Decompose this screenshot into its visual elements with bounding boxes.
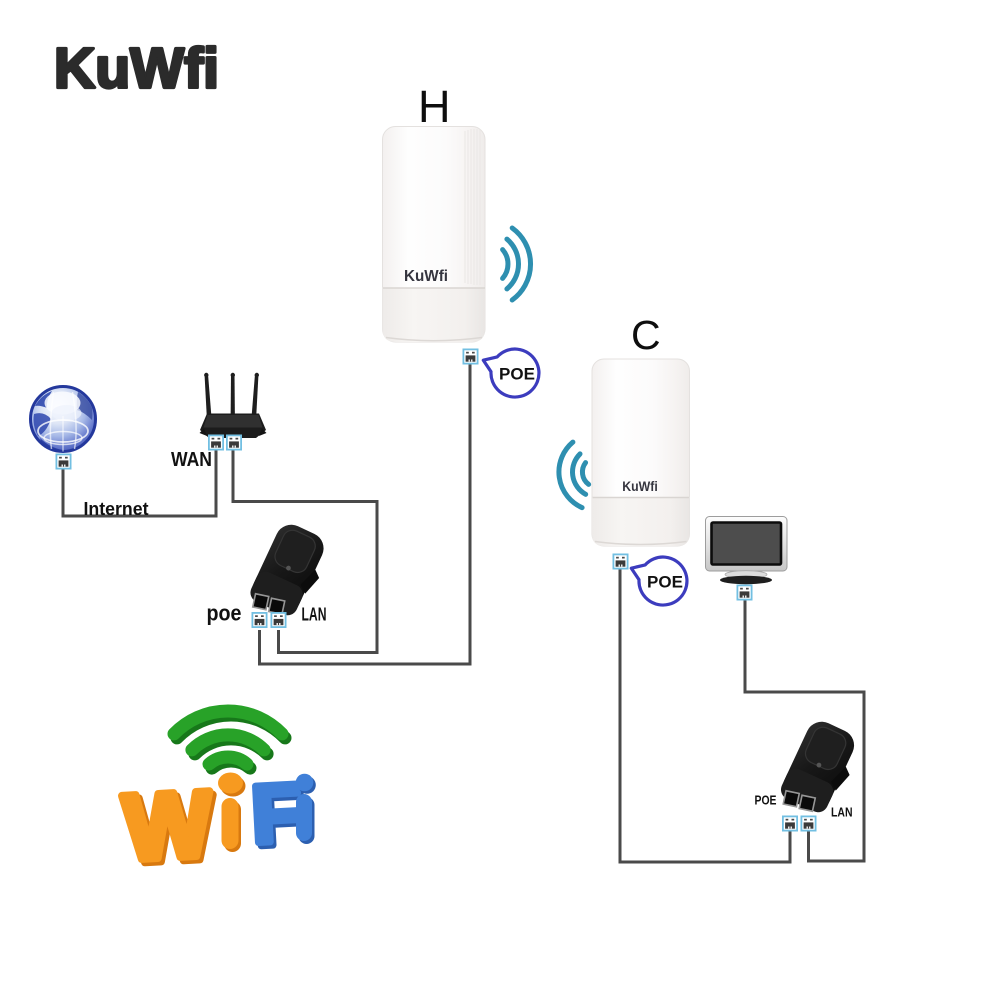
svg-text:LAN: LAN bbox=[831, 806, 853, 820]
svg-text:POE: POE bbox=[499, 365, 535, 384]
svg-text:C: C bbox=[631, 312, 661, 358]
svg-text:W: W bbox=[121, 771, 214, 879]
svg-text:WAN: WAN bbox=[171, 449, 212, 471]
svg-text:W: W bbox=[124, 775, 217, 883]
svg-text:POE: POE bbox=[647, 573, 683, 592]
svg-text:Internet: Internet bbox=[84, 499, 149, 519]
svg-text:KuWfi: KuWfi bbox=[622, 479, 658, 494]
svg-text:F: F bbox=[249, 767, 304, 860]
svg-text:KuWfi: KuWfi bbox=[404, 268, 448, 285]
svg-text:POE: POE bbox=[755, 794, 777, 808]
svg-text:KuWfi: KuWfi bbox=[54, 37, 219, 101]
svg-text:H: H bbox=[418, 81, 451, 132]
svg-text:LAN: LAN bbox=[302, 605, 327, 625]
svg-text:poe: poe bbox=[207, 601, 242, 626]
